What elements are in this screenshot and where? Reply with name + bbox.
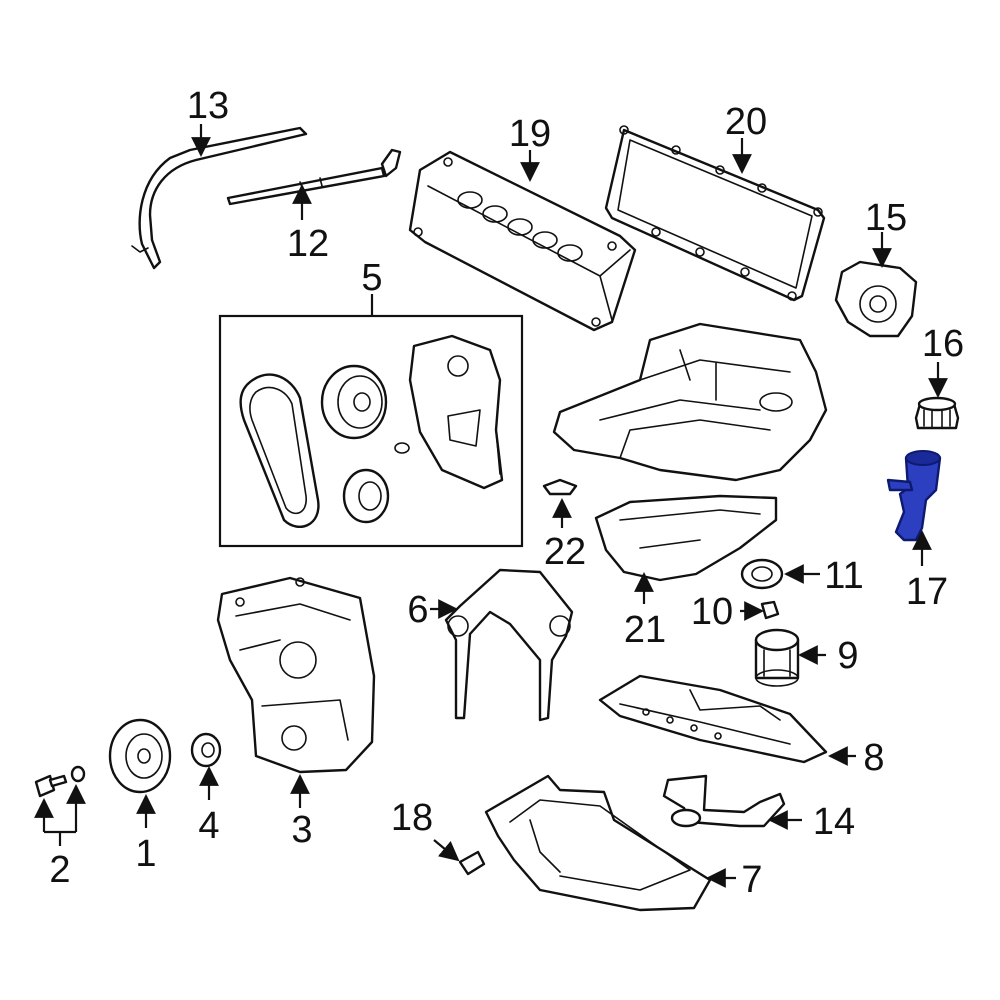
callout-18: 18 [391, 797, 433, 839]
part-3-timing-cover[interactable] [216, 576, 376, 774]
callout-10: 10 [691, 591, 733, 633]
part-16-cap[interactable] [914, 396, 960, 430]
callout-12: 12 [287, 223, 329, 265]
callout-7: 7 [741, 859, 762, 901]
part-18-drain-plug[interactable] [458, 850, 486, 876]
part-22-seal[interactable] [542, 478, 578, 496]
callout-labels: 13 12 19 20 15 16 5 22 17 11 6 10 21 9 8… [49, 85, 964, 901]
callout-1: 1 [135, 833, 156, 875]
part-15-housing[interactable] [834, 260, 918, 338]
callout-9: 9 [837, 635, 858, 677]
part-13-dipstick-tube[interactable] [131, 126, 308, 270]
callout-17: 17 [906, 571, 948, 613]
part-6-timing-cover-gasket[interactable] [444, 568, 574, 722]
callout-22: 22 [544, 531, 586, 573]
part-7-oil-pan[interactable] [484, 774, 712, 912]
callout-21: 21 [624, 609, 666, 651]
callout-20: 20 [725, 101, 767, 143]
leader-lines [34, 124, 948, 888]
callout-5: 5 [361, 257, 382, 299]
part-9-oil-filter[interactable] [754, 628, 800, 687]
part-10-sensor[interactable] [760, 600, 780, 620]
part-5-timing-kit-box [218, 314, 524, 548]
part-20-valve-cover-gasket[interactable] [604, 125, 826, 302]
callout-8: 8 [863, 737, 884, 779]
part-2-bolt-washer[interactable] [34, 765, 86, 798]
part-8-windage-tray[interactable] [598, 674, 828, 764]
part-11-seal[interactable] [740, 558, 784, 590]
part-4-seal[interactable] [190, 732, 222, 768]
callout-11: 11 [824, 555, 863, 597]
part-17-oil-filler-tube[interactable] [886, 450, 942, 542]
callout-19: 19 [509, 113, 551, 155]
part-block-upper[interactable] [552, 322, 828, 482]
callout-14: 14 [813, 801, 855, 843]
part-14-oil-pickup[interactable] [662, 774, 786, 828]
callout-4: 4 [198, 805, 219, 847]
callout-16: 16 [922, 323, 964, 365]
callout-13: 13 [187, 85, 229, 127]
callout-3: 3 [291, 809, 312, 851]
part-1-pulley[interactable] [108, 718, 172, 794]
callout-15: 15 [865, 197, 907, 239]
part-21-oil-pan-upper[interactable] [594, 494, 778, 582]
callout-6: 6 [407, 589, 428, 631]
callout-2: 2 [49, 849, 70, 891]
part-12-dipstick[interactable] [226, 148, 402, 206]
part-19-valve-cover[interactable] [408, 150, 637, 332]
